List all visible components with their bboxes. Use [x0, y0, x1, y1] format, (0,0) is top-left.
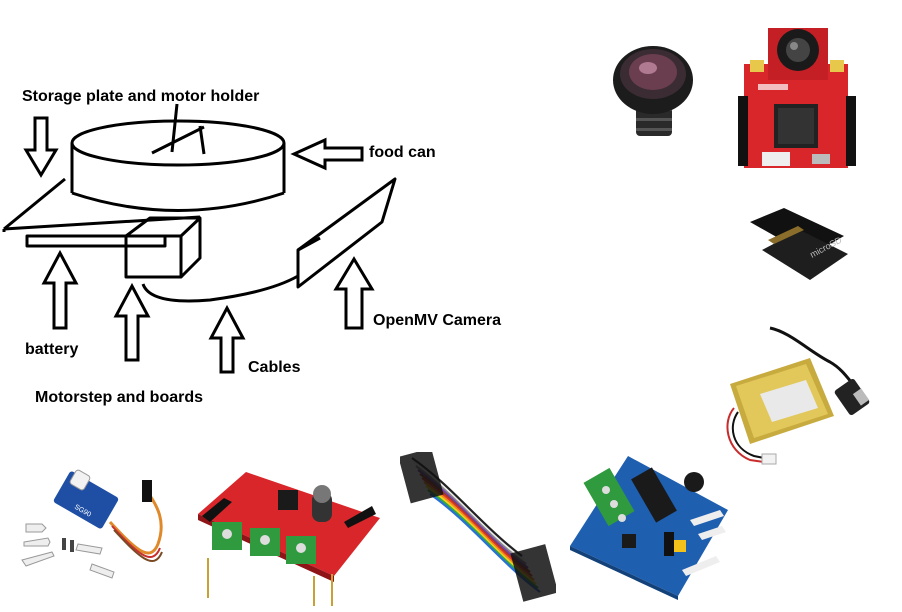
- label-openmv-camera: OpenMV Camera: [373, 312, 501, 330]
- label-cables: Cables: [248, 359, 300, 377]
- label-battery: battery: [25, 341, 78, 359]
- red-driver-board-icon: [194, 466, 384, 608]
- microsd-card-icon: microSD: [744, 200, 854, 286]
- label-food-can: food can: [369, 144, 436, 162]
- arrow-left-can: [294, 140, 362, 168]
- storage-plate-shape: [4, 179, 65, 229]
- arrow-down-storage: [26, 118, 56, 175]
- openmv-board-icon: [738, 20, 856, 170]
- lipo-battery-icon: [710, 322, 870, 482]
- motor-box-shape: [126, 236, 181, 277]
- cable-line: [143, 276, 298, 301]
- blue-driver-board-icon: [566, 450, 732, 600]
- servo-motor-icon: SG90: [18, 468, 176, 580]
- arrow-up-motor: [116, 286, 148, 360]
- arrow-up-camera: [336, 259, 372, 328]
- arrow-up-cables: [211, 308, 243, 372]
- arrow-up-battery: [44, 253, 76, 328]
- can-top-ellipse: [72, 121, 284, 165]
- label-motorstep: Motorstep and boards: [35, 389, 203, 407]
- label-storage-plate: Storage plate and motor holder: [22, 88, 259, 106]
- ribbon-cable-icon: [400, 452, 556, 602]
- fisheye-lens-icon: [608, 38, 698, 143]
